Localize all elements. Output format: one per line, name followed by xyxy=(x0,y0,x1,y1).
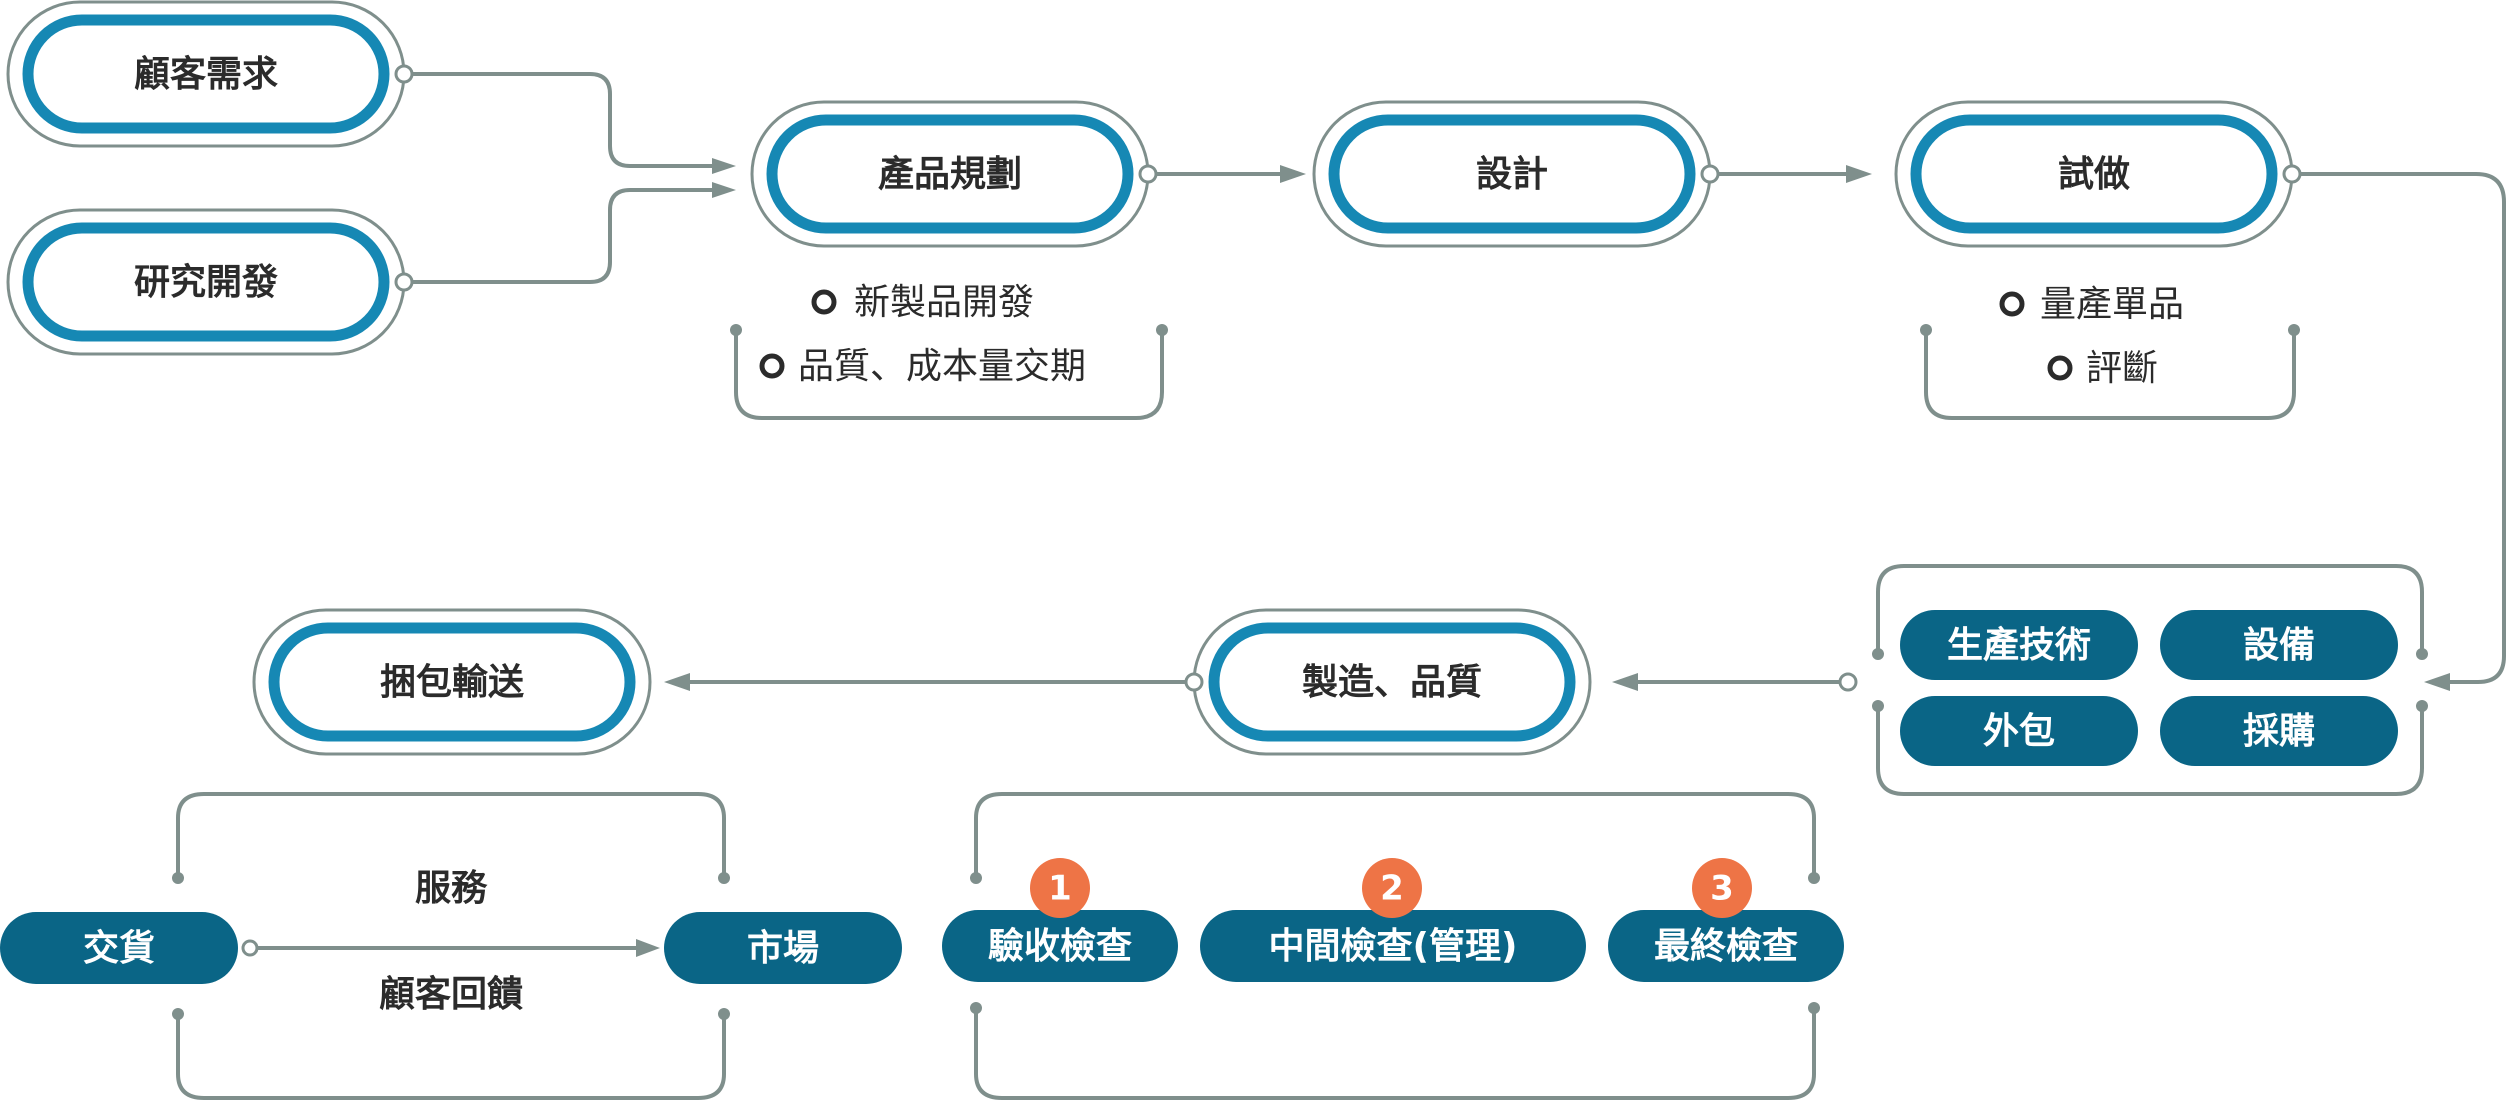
bracket-end-dot xyxy=(1156,324,1168,336)
step-badge xyxy=(1362,858,1422,918)
tag-bg xyxy=(2160,696,2398,766)
note-item: 評斷 xyxy=(2086,348,2158,389)
node-trial: 試做 xyxy=(1894,100,2302,248)
inspections: 驗收檢查 1 中間檢查(管理) 2 最終檢查 3 xyxy=(942,858,1844,982)
arrow-head xyxy=(1280,165,1306,183)
tag-bg xyxy=(942,910,1178,982)
tag-procurement: 採購 xyxy=(2243,711,2315,752)
step-badge xyxy=(1692,858,1752,918)
step-badge-number: 1 xyxy=(1048,869,1072,909)
node-label: 產品規劃 xyxy=(878,154,1022,195)
step-badge xyxy=(1030,858,1090,918)
node-label: 製造、品質 xyxy=(1302,662,1482,703)
connectors xyxy=(172,72,2506,1100)
node-design: 設計 xyxy=(1312,100,1720,248)
tag-bg xyxy=(2160,610,2398,680)
tag-bg xyxy=(1900,696,2138,766)
port xyxy=(1700,164,1720,184)
trial-notes: 量產單品 評斷 xyxy=(1999,284,2184,389)
step-badge-number: 3 xyxy=(1710,869,1734,909)
tag-production-technology: 生產技術 xyxy=(1947,625,2091,666)
arrow-head xyxy=(712,182,736,198)
inspection-tag: 驗收檢查 xyxy=(988,925,1132,967)
trial-notes-bracket xyxy=(1924,330,2296,420)
note-item: 量產單品 xyxy=(2040,284,2184,325)
node-label: 研究開發 xyxy=(134,262,278,303)
market-tag: 市場 xyxy=(747,928,819,969)
customer-feedback-label: 顧客回饋 xyxy=(379,974,523,1015)
port xyxy=(1184,672,1204,692)
delivery-tag: 交貨 xyxy=(83,927,155,969)
bracket-end-dot xyxy=(1872,648,1884,660)
arrow-head xyxy=(664,673,690,691)
port xyxy=(1138,164,1158,184)
production-tags-bracket xyxy=(1876,564,2424,796)
bracket-end-dot xyxy=(970,1002,982,1014)
bracket-end-dot xyxy=(1808,872,1820,884)
tag-outsourcing: 外包 xyxy=(1983,711,2055,752)
planning-notes: 新製品開發 品質、成本量交期 xyxy=(759,282,1086,387)
bracket-end-dot xyxy=(172,1008,184,1020)
service-label: 服務 xyxy=(415,868,488,909)
port xyxy=(394,272,414,292)
planning-notes-bracket xyxy=(734,330,1164,420)
tag-bg xyxy=(0,912,238,984)
arrow-head xyxy=(2424,673,2450,691)
connector-rnd-to-planning xyxy=(404,188,718,284)
production-tags: 生產技術 設備 外包 採購 xyxy=(1900,610,2398,766)
arrow-head xyxy=(712,158,736,174)
port xyxy=(2282,164,2302,184)
bracket-end-dot xyxy=(172,872,184,884)
inspection-tag: 中間檢查(管理) xyxy=(1269,925,1518,967)
tag-bg xyxy=(1200,910,1586,982)
bracket-end-dot xyxy=(1872,700,1884,712)
tag-bg xyxy=(1608,910,1844,982)
bracket-end-dot xyxy=(718,872,730,884)
port xyxy=(394,64,414,84)
port xyxy=(1838,672,1858,692)
bullet-icon xyxy=(811,289,837,315)
inspection-bracket xyxy=(974,792,1816,1100)
bullet-icon xyxy=(759,353,785,379)
node-packing-shipping: 捆包輸送 xyxy=(252,608,652,756)
bracket-end-dot xyxy=(2416,700,2428,712)
delivery-loop: 交貨 市場 服務 顧客回饋 xyxy=(0,868,902,1015)
bullet-icon xyxy=(2047,355,2073,381)
node-label: 設計 xyxy=(1476,154,1548,195)
arrow-head xyxy=(1846,165,1872,183)
tag-bg xyxy=(664,912,902,984)
bracket-end-dot xyxy=(1808,1002,1820,1014)
bracket-end-dot xyxy=(730,324,742,336)
bracket-end-dot xyxy=(970,872,982,884)
node-rnd: 研究開發 xyxy=(6,208,414,356)
node-label: 試做 xyxy=(2058,154,2130,195)
connector-trial-to-production xyxy=(2292,172,2506,684)
bracket-end-dot xyxy=(2416,648,2428,660)
bracket-end-dot xyxy=(2288,324,2300,336)
note-item: 品質、成本量交期 xyxy=(798,346,1086,387)
port xyxy=(241,939,259,957)
step-badge-number: 2 xyxy=(1380,869,1404,909)
node-label: 顧客需求 xyxy=(134,54,278,95)
node-product-planning: 產品規劃 xyxy=(750,100,1158,248)
delivery-loop-bracket xyxy=(176,792,726,1100)
bracket-end-dot xyxy=(718,1008,730,1020)
tag-bg xyxy=(1900,610,2138,680)
node-manufacturing-quality: 製造、品質 xyxy=(1184,608,1592,756)
inspection-tag: 最終檢查 xyxy=(1654,925,1798,967)
arrow-head xyxy=(636,939,660,957)
bullet-icon xyxy=(1999,291,2025,317)
node-label: 捆包輸送 xyxy=(380,662,524,703)
arrow-head xyxy=(1612,673,1638,691)
bracket-end-dot xyxy=(1920,324,1932,336)
tag-equipment: 設備 xyxy=(2243,625,2315,666)
connector-demand-to-planning xyxy=(404,72,718,168)
node-customer-demand: 顧客需求 xyxy=(6,0,414,148)
note-item: 新製品開發 xyxy=(854,282,1034,323)
